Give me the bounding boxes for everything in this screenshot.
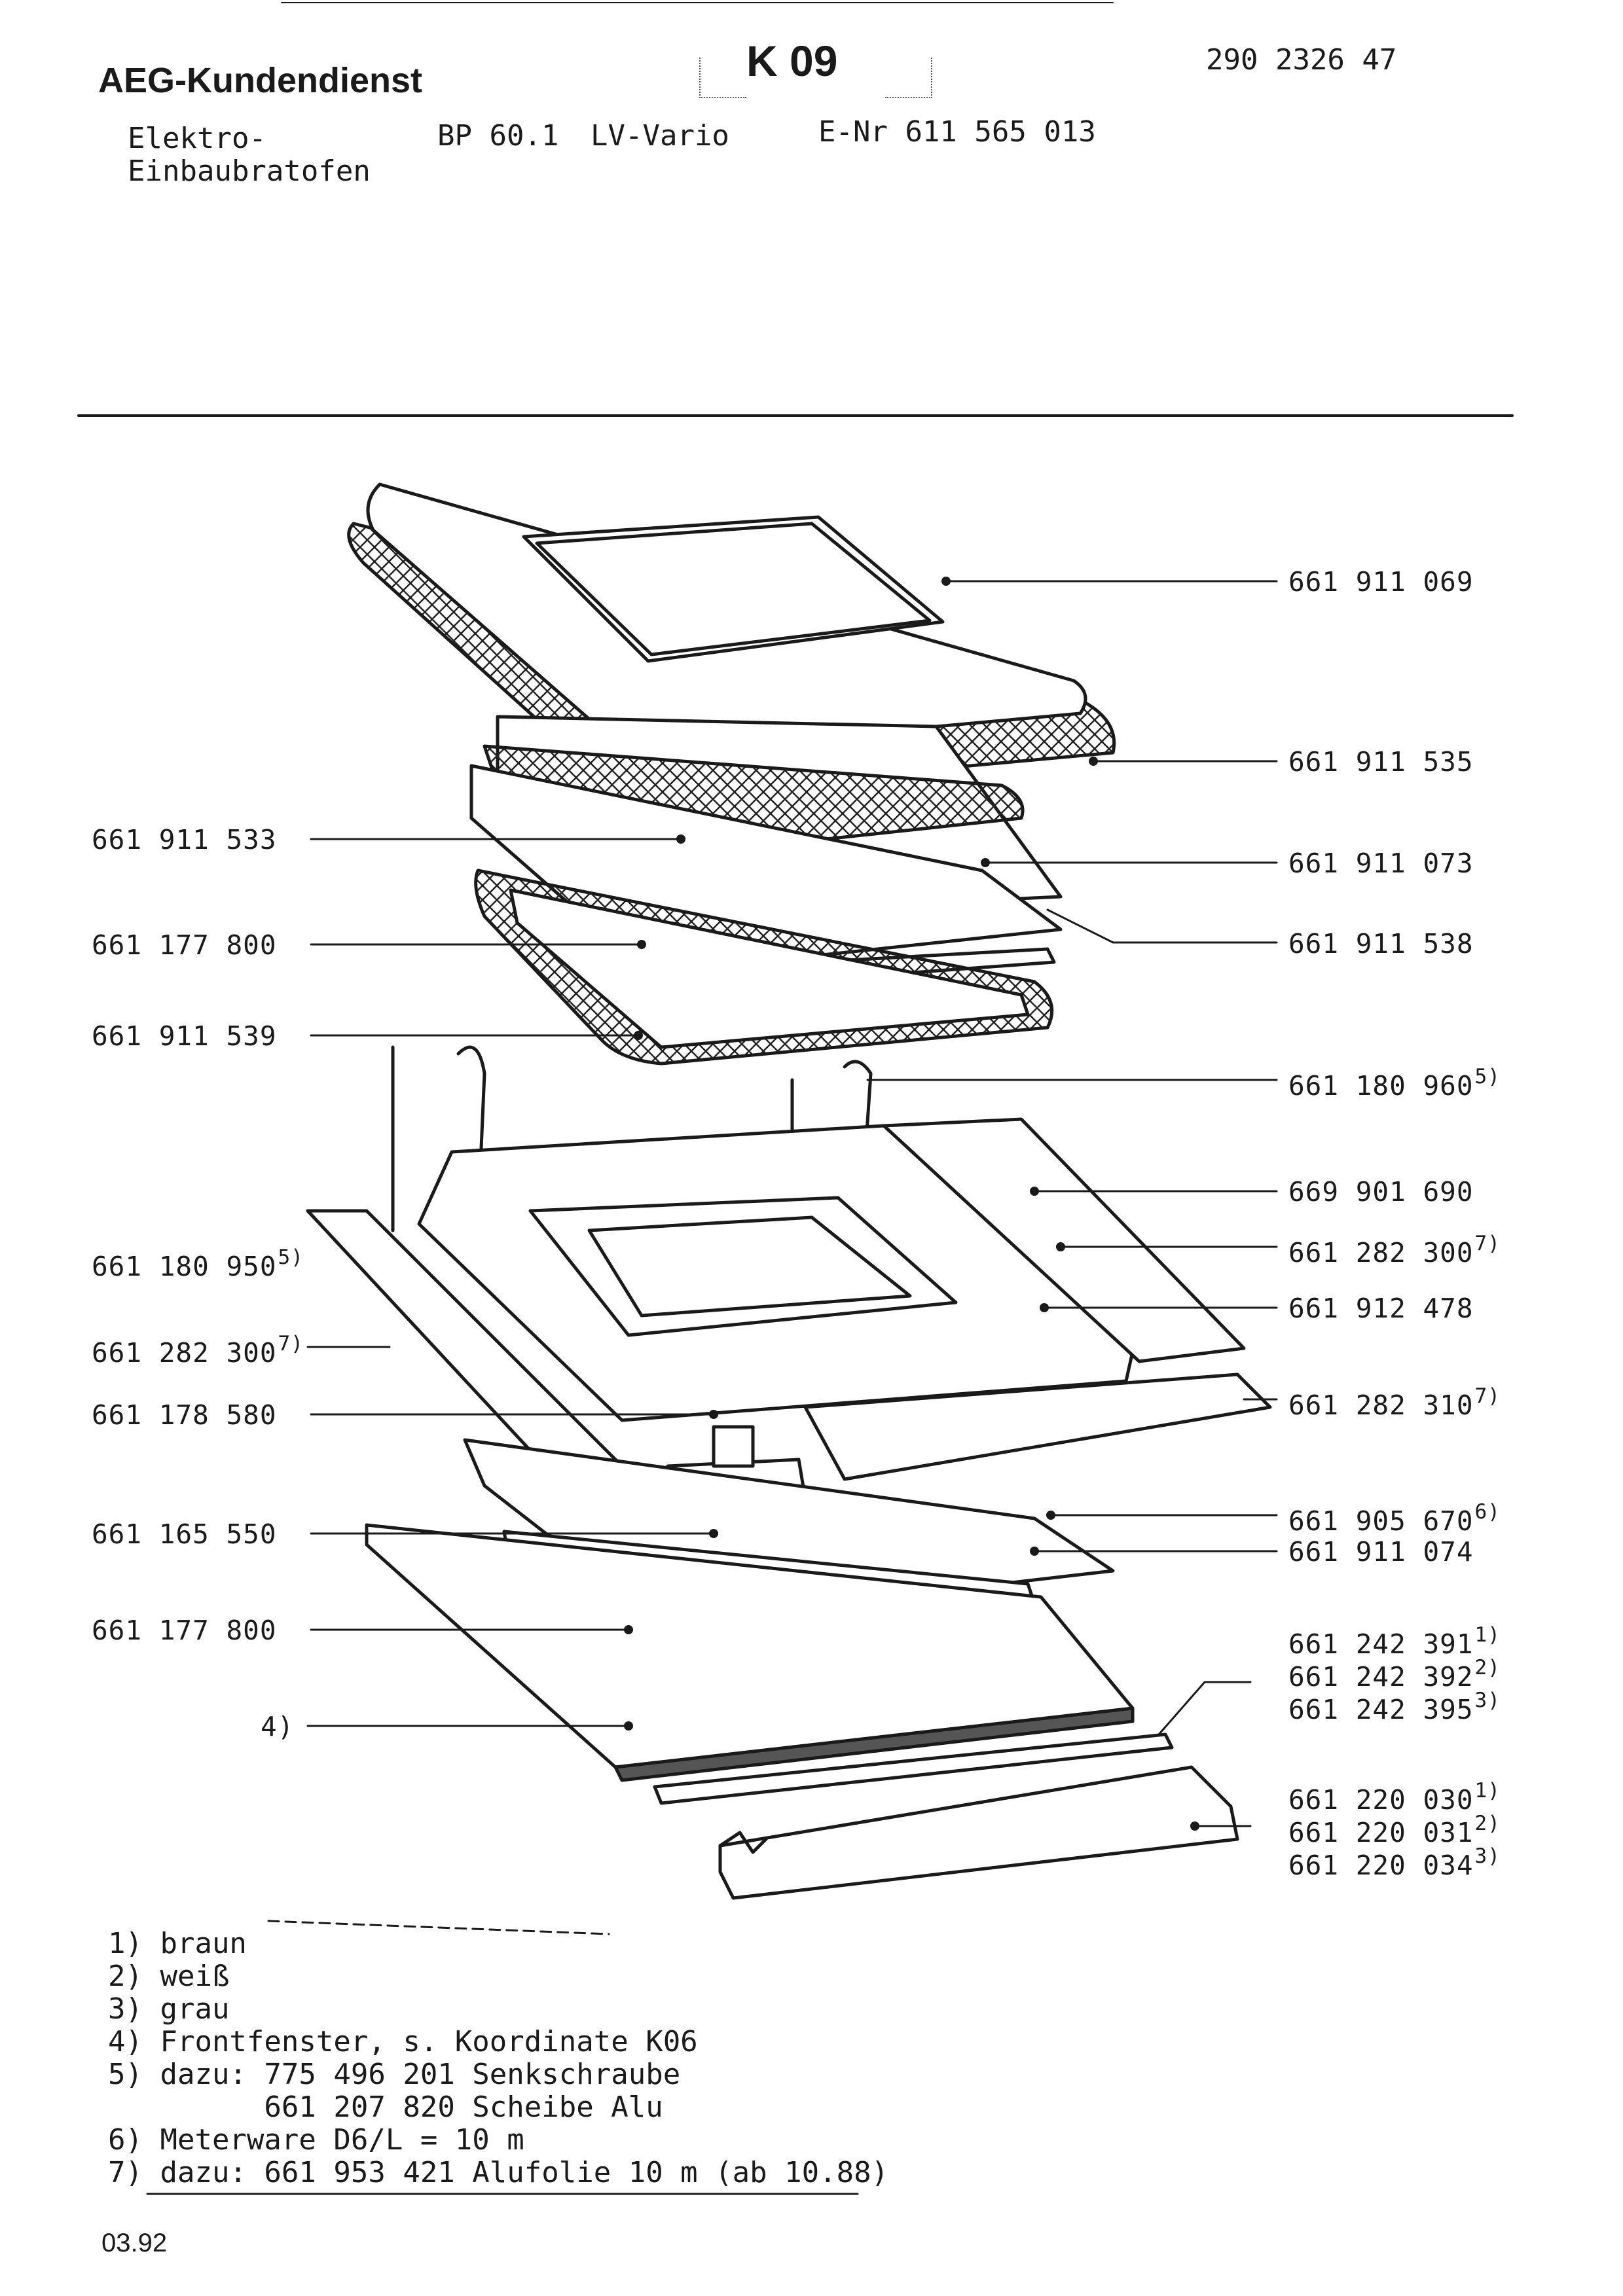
part-label: 661 220 0312)	[1288, 1812, 1501, 1848]
note-item: 4) Frontfenster, s. Koordinate K06	[108, 2025, 698, 2058]
model-number: BP 60.1	[437, 119, 559, 152]
note-item: 6) Meterware D6/L = 10 m	[108, 2123, 524, 2157]
note-item: 1) braun	[108, 1927, 247, 1960]
document-number: 290 2326 47	[1206, 43, 1397, 77]
part-label: 661 282 3007)	[92, 1332, 304, 1369]
part-label: 661 180 9605)	[1288, 1065, 1501, 1102]
part-label: 661 180 9505)	[92, 1246, 304, 1282]
part-label: 661 177 800	[92, 929, 277, 961]
top-cover-window	[522, 515, 945, 663]
part-label: 661 282 3107)	[1288, 1384, 1501, 1421]
part-label: 4)	[261, 1711, 295, 1742]
brand-title: AEG-Kundendienst	[98, 61, 422, 100]
sheet-code-bracket-left	[699, 58, 746, 98]
part-label: 661 242 3922)	[1288, 1656, 1501, 1693]
note-item: 2) weiß	[108, 1960, 230, 1993]
note-item: 3) grau	[108, 1992, 230, 2026]
part-label: 661 911 538	[1288, 928, 1474, 960]
handle-bar	[718, 1765, 1239, 1900]
part-label: 661 165 550	[92, 1518, 277, 1550]
part-label: 661 912 478	[1288, 1293, 1474, 1324]
part-label: 661 220 0343)	[1288, 1844, 1501, 1881]
alu-strip-right-lower	[803, 1372, 1272, 1481]
part-label: 661 177 800	[92, 1615, 277, 1646]
part-label: 661 220 0301)	[1288, 1779, 1501, 1816]
part-label: 661 242 3953)	[1288, 1689, 1501, 1725]
part-label: 669 901 690	[1288, 1176, 1474, 1208]
note-item: 661 207 820 Scheibe Alu	[108, 2090, 663, 2124]
note-item: 5) dazu: 775 496 201 Senkschraube	[108, 2058, 681, 2091]
profile-strip	[653, 1732, 1174, 1805]
part-label: 661 282 3007)	[1288, 1232, 1501, 1268]
part-label: 661 242 3911)	[1288, 1623, 1501, 1660]
alu-strip-upper-right	[882, 1117, 1246, 1363]
note-item: 7) dazu: 661 953 421 Alufolie 10 m (ab 1…	[108, 2156, 889, 2189]
part-label: 661 911 535	[1288, 746, 1474, 778]
sheet-code-bracket-right	[885, 58, 932, 98]
part-label: 661 905 6706)	[1288, 1500, 1501, 1537]
part-label: 661 911 074	[1288, 1536, 1474, 1568]
issue-date: 03.92	[101, 2229, 168, 2257]
part-label: 661 178 580	[92, 1399, 277, 1431]
part-label: 661 911 539	[92, 1020, 277, 1052]
part-label: 661 911 073	[1288, 848, 1474, 879]
part-label: 661 911 533	[92, 824, 277, 855]
e-number: E-Nr 611 565 013	[818, 115, 1096, 149]
product-type-line1: Elektro-	[128, 122, 266, 155]
product-type-line2: Einbaubratofen	[128, 154, 371, 188]
model-variant: LV-Vario	[591, 119, 729, 152]
hook-left	[391, 1045, 486, 1232]
part-label: 661 911 069	[1288, 566, 1474, 598]
sheet-code: K 09	[746, 37, 838, 85]
